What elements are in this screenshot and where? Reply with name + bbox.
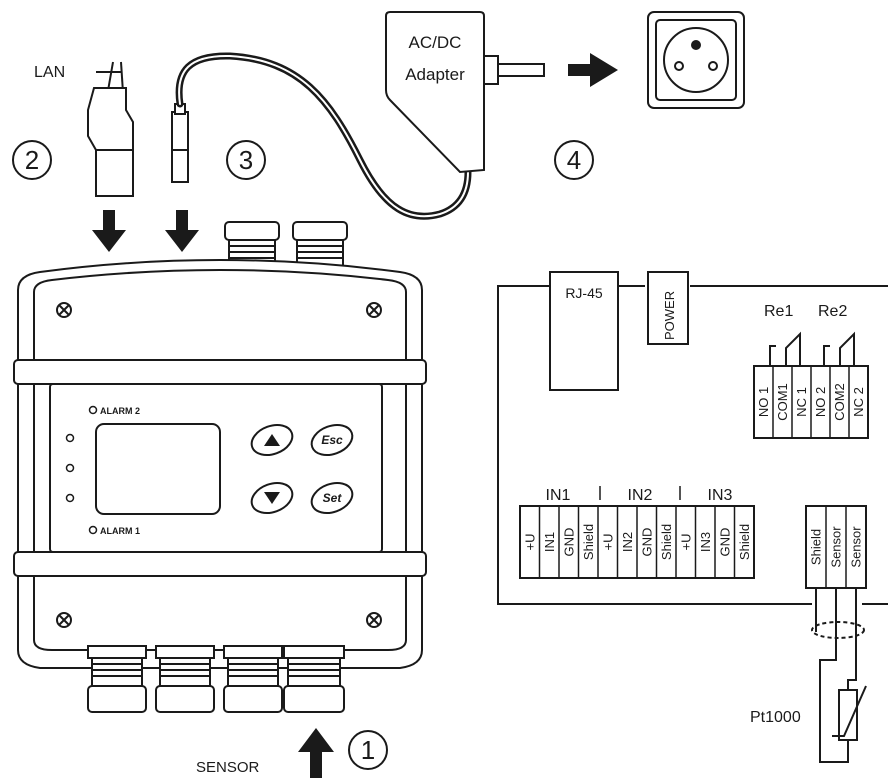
terminal-label: Shield bbox=[659, 524, 674, 560]
pt1000-resistor-icon bbox=[832, 685, 867, 741]
terminal-label: IN3 bbox=[698, 532, 713, 552]
set-key[interactable]: Set bbox=[307, 478, 356, 519]
sensor-wires bbox=[811, 588, 865, 763]
alarm-1-label: ALARM 1 bbox=[100, 526, 140, 536]
arrow-up-icon bbox=[298, 728, 334, 778]
terminal-label: COM2 bbox=[832, 383, 847, 421]
power-connector bbox=[647, 271, 689, 345]
relay-contact-icon bbox=[769, 331, 801, 368]
terminal-label: IN2 bbox=[620, 532, 635, 552]
wiring-board bbox=[497, 285, 888, 605]
power-label: POWER bbox=[662, 291, 677, 340]
bottom-glands bbox=[87, 645, 345, 713]
set-key-label: Set bbox=[323, 491, 343, 505]
cable-gland bbox=[87, 645, 147, 713]
cable-gland bbox=[155, 645, 215, 713]
led-indicator bbox=[65, 405, 98, 535]
terminal-label: COM1 bbox=[775, 383, 790, 421]
step-3-marker: 3 bbox=[226, 140, 266, 180]
sensor-label: SENSOR bbox=[196, 759, 260, 776]
power-plug bbox=[171, 103, 189, 183]
svg-text:1: 1 bbox=[361, 735, 375, 765]
alarm-2-label: ALARM 2 bbox=[100, 406, 140, 416]
step-2-marker: 2 bbox=[12, 140, 52, 180]
terminal-label: +U bbox=[600, 534, 615, 551]
terminal-label: Sensor bbox=[849, 526, 864, 568]
terminal-label: +U bbox=[678, 534, 693, 551]
terminal-label: NC 1 bbox=[794, 387, 809, 417]
adapter-label-line2: Adapter bbox=[405, 65, 465, 84]
in3-label: IN3 bbox=[708, 487, 733, 504]
arrow-right-icon bbox=[568, 53, 618, 87]
wall-socket-icon bbox=[647, 11, 745, 109]
pt1000-label: Pt1000 bbox=[750, 709, 801, 726]
arrow-down-icon bbox=[92, 210, 126, 252]
triangle-up-icon bbox=[264, 434, 280, 446]
screw-icon bbox=[56, 302, 72, 318]
adapter-label-line1: AC/DC bbox=[409, 33, 462, 52]
esc-key-label: Esc bbox=[321, 433, 343, 447]
rj45-port bbox=[549, 271, 619, 391]
terminal-label: NC 2 bbox=[851, 387, 866, 417]
screw-icon bbox=[366, 612, 382, 628]
terminal-label: NO 2 bbox=[813, 387, 828, 417]
terminal-label: +U bbox=[522, 534, 537, 551]
terminal-label: IN1 bbox=[542, 532, 557, 552]
screw-icon bbox=[56, 612, 72, 628]
sensor-terminal-block: Shield Sensor Sensor bbox=[805, 505, 867, 589]
triangle-down-icon bbox=[264, 492, 280, 504]
relay-terminal-block: NO 1 COM1 NC 1 NO 2 COM2 NC 2 bbox=[753, 365, 869, 439]
terminal-label: Shield bbox=[809, 529, 824, 565]
cable-gland bbox=[283, 645, 345, 713]
input-terminal-block: +U IN1 GND Shield +U IN2 GND Shield +U IN3 GND Shie… bbox=[519, 505, 755, 579]
svg-text:3: 3 bbox=[239, 145, 253, 175]
terminal-label: NO 1 bbox=[756, 387, 771, 417]
svg-text:4: 4 bbox=[567, 145, 581, 175]
terminal-label: Shield bbox=[737, 524, 752, 560]
arrow-down-icon bbox=[165, 210, 199, 252]
relay-contact-icon bbox=[823, 331, 855, 368]
screw-icon bbox=[366, 302, 382, 318]
terminal-label: Sensor bbox=[829, 526, 844, 568]
step-4-marker: 4 bbox=[554, 140, 594, 180]
lan-cable bbox=[87, 61, 134, 197]
svg-text:2: 2 bbox=[25, 145, 39, 175]
device-enclosure bbox=[13, 221, 427, 669]
re2-label: Re2 bbox=[818, 303, 847, 320]
terminal-label: Shield bbox=[581, 524, 596, 560]
up-key[interactable] bbox=[247, 420, 296, 461]
esc-key[interactable]: Esc bbox=[307, 420, 356, 461]
cable-gland bbox=[223, 645, 283, 713]
terminal-label: GND bbox=[717, 528, 732, 557]
acdc-adapter bbox=[385, 11, 545, 174]
re1-label: Re1 bbox=[764, 303, 793, 320]
in2-label: IN2 bbox=[628, 487, 653, 504]
terminal-label: GND bbox=[639, 528, 654, 557]
rj45-label: RJ-45 bbox=[565, 285, 603, 301]
step-1-marker: 1 bbox=[348, 730, 388, 770]
lan-label: LAN bbox=[34, 64, 65, 81]
down-key[interactable] bbox=[247, 478, 296, 519]
terminal-label: GND bbox=[561, 528, 576, 557]
in1-label: IN1 bbox=[546, 487, 571, 504]
